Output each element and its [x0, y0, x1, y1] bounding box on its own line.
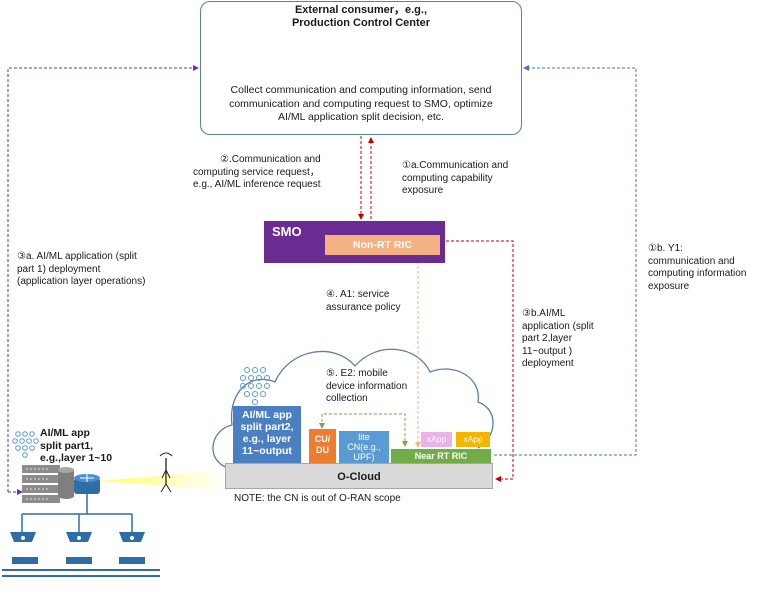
- camera-icon-2: [66, 532, 92, 542]
- consumer-title-line-2: Production Control Center: [291, 17, 431, 29]
- step3b-label: ③b.AI/ML application (split part 2,layer…: [522, 308, 594, 371]
- external-consumer-title: External consumer，e.g., Production Contr…: [205, 4, 517, 30]
- step3a-line-1: ③a. AI/ML application (split: [17, 251, 137, 262]
- step3b-line-3: part 2,layer: [522, 333, 573, 344]
- arrow-step1b: [494, 65, 637, 456]
- step1b-label: ①b. Y1: communication and computing info…: [648, 243, 746, 293]
- step4-line-1: ④. A1: service: [326, 289, 390, 300]
- step2-line-1: ②.Communication and: [220, 154, 321, 165]
- step1b-line-1: ①b. Y1:: [648, 243, 683, 254]
- litecn-line-3: UPF): [353, 452, 375, 462]
- step1b-line-4: exposure: [648, 280, 690, 292]
- step1a-line-3: exposure: [402, 185, 444, 196]
- arrow-step3b: [446, 240, 514, 482]
- aiml-app-split-part2-box: AI/ML app split part2, e.g., layer 11~ou…: [233, 406, 301, 463]
- camera-icon-3: [119, 532, 145, 542]
- database-icon: [58, 467, 74, 499]
- camera-icon-1: [10, 532, 36, 542]
- consumer-desc-line-2: communication and computing request to S…: [229, 97, 493, 110]
- step2-line-2: computing service request，: [193, 166, 320, 178]
- neural-network-icon-cloud: [240, 367, 270, 405]
- xapp-box-1: xApp: [421, 432, 452, 447]
- cudu-line-2: DU: [316, 445, 329, 455]
- step3a-line-3: (application layer operations): [17, 276, 146, 287]
- aiml-app-split-part1-label: AI/ML app split part1, e.g.,layer 1~10: [40, 427, 112, 465]
- external-consumer-box: [200, 1, 522, 135]
- cu-du-box: CU/ DU: [309, 429, 336, 463]
- step1a-label: ①a.Communication and computing capabilit…: [402, 160, 508, 198]
- step1a-line-1: ①a.Communication and: [402, 160, 509, 171]
- aiml2-line-2: split part2,: [240, 421, 294, 433]
- device-line-2: split part1,: [40, 439, 94, 452]
- lite-cn-box: lite CN(e.g., UPF): [339, 431, 389, 463]
- external-consumer-description: Collect communication and computing info…: [206, 84, 516, 125]
- step5-line-2: device information: [326, 380, 408, 392]
- step1a-line-2: computing capability: [402, 172, 493, 184]
- aiml2-line-3: e.g., layer: [242, 433, 292, 445]
- step5-line-3: collection: [326, 393, 368, 404]
- device-line-3: e.g.,layer 1~10: [40, 452, 113, 464]
- near-rt-ric-box: Near RT RIC: [391, 449, 491, 463]
- step3b-line-1: ③b.AI/ML: [522, 308, 566, 319]
- consumer-title-line-1: External consumer，e.g.,: [294, 4, 428, 16]
- litecn-line-2: CN(e.g.,: [347, 442, 381, 452]
- neural-network-icon-device: [12, 431, 39, 458]
- o-cloud-bar: O-Cloud: [225, 463, 493, 489]
- smo-label: SMO: [272, 224, 302, 239]
- step1b-line-2: communication and: [648, 255, 735, 267]
- network-tree: [21, 494, 133, 532]
- consumer-desc-line-1: Collect communication and computing info…: [230, 84, 492, 96]
- cudu-line-1: CU/: [314, 434, 331, 444]
- router-icon: [74, 474, 100, 494]
- step5-line-1: ⑤. E2: mobile: [326, 368, 388, 379]
- step2-label: ②.Communication and computing service re…: [193, 154, 321, 192]
- conveyor-belt-icon: [2, 557, 160, 577]
- xapp-box-2: xApp: [456, 432, 490, 447]
- arrow-step3a-top: [7, 65, 199, 492]
- step5-label: ⑤. E2: mobile device information collect…: [326, 368, 407, 406]
- wireless-beam: [98, 470, 225, 490]
- scope-note: NOTE: the CN is out of O-RAN scope: [234, 493, 401, 504]
- aiml2-line-1: AI/ML app: [242, 409, 292, 421]
- non-rt-ric-box: Non-RT RIC: [325, 235, 440, 255]
- antenna-icon: [159, 452, 173, 493]
- step3a-label: ③a. AI/ML application (split part 1) dep…: [17, 251, 145, 289]
- step3a-line-2: part 1) deployment: [17, 263, 101, 275]
- step4-label: ④. A1: service assurance policy: [326, 289, 400, 314]
- step3b-line-4: 11~output ): [522, 345, 573, 357]
- o-cloud-outline: [212, 348, 494, 469]
- litecn-line-1: lite: [358, 432, 370, 442]
- aiml2-line-4: 11~output: [242, 445, 292, 457]
- consumer-desc-line-3: AI/ML application split decision, etc.: [278, 111, 444, 123]
- step1b-line-3: computing information: [648, 268, 747, 279]
- step3b-line-2: application (split: [522, 320, 594, 332]
- device-line-1: AI/ML app: [40, 427, 90, 439]
- server-rack-icon: [22, 465, 60, 503]
- step4-line-2: assurance policy: [326, 301, 401, 313]
- step2-line-3: e.g., AI/ML inference request: [193, 179, 321, 190]
- step3b-line-5: deployment: [522, 358, 574, 369]
